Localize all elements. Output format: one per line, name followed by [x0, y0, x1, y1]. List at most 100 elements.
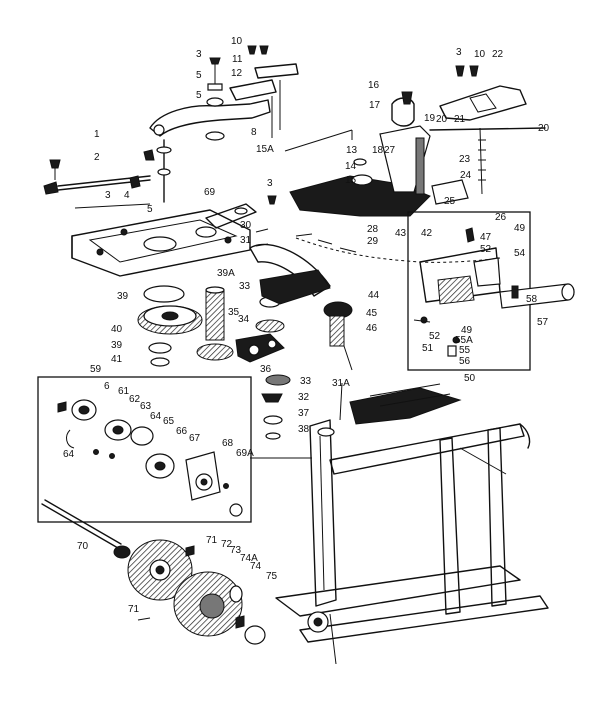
center-spindle: [196, 286, 291, 440]
top-arm-assembly: [149, 45, 299, 141]
callout-c-39b: 39: [117, 291, 129, 302]
callout-c-6: 6: [104, 381, 110, 392]
callout-c-67: 67: [189, 433, 201, 444]
callout-c-3a: 3: [196, 49, 202, 60]
callout-c-26: 26: [495, 212, 507, 223]
callout-c-47: 47: [480, 232, 492, 243]
callout-c-22: 22: [492, 49, 504, 60]
callout-c-19: 19: [424, 113, 436, 124]
callout-c-38: 38: [298, 424, 310, 435]
callout-c-66: 66: [176, 426, 188, 437]
callout-c-64a: 64: [150, 411, 162, 422]
callout-c-10b: 10: [474, 49, 486, 60]
callout-c-59: 59: [90, 364, 102, 375]
callout-c-5c: 5: [147, 204, 153, 215]
callout-c-40: 40: [111, 324, 123, 335]
callout-c-71a: 71: [206, 535, 218, 546]
callout-c-17: 17: [369, 100, 381, 111]
callout-c-36: 36: [260, 364, 272, 375]
callout-c-58: 58: [526, 294, 538, 305]
callout-c-10a: 10: [231, 36, 243, 47]
callout-c-14: 14: [345, 161, 357, 172]
callout-c-57: 57: [537, 317, 549, 328]
callout-c-5b: 5: [196, 90, 202, 101]
callout-c-62: 62: [129, 394, 141, 405]
callout-c-71b: 71: [128, 604, 140, 615]
callout-c-15: 15: [345, 175, 357, 186]
leader-lines: [250, 129, 353, 459]
callout-c-45: 45: [366, 308, 378, 319]
callout-c-4: 4: [124, 190, 130, 201]
callout-c-51: 51: [422, 343, 434, 354]
callout-c-12: 12: [231, 68, 243, 79]
machine-frame: [275, 383, 549, 665]
callout-c-37: 37: [298, 408, 310, 419]
callout-c-33a: 33: [239, 281, 251, 292]
callout-c-61: 61: [118, 386, 130, 397]
callout-c-30: 30: [240, 220, 252, 231]
callout-c-35: 35: [228, 307, 240, 318]
callout-c-31a: 31A: [332, 378, 350, 389]
callout-c-75: 75: [266, 571, 278, 582]
feed-arm-chain: [249, 233, 501, 371]
callout-c-74: 74: [250, 561, 262, 572]
feed-bar-parts: [413, 227, 575, 357]
callout-c-3c: 3: [267, 178, 273, 189]
callout-c-69: 69: [204, 187, 216, 198]
callout-c-50: 50: [464, 373, 476, 384]
callout-c-39c: 39: [111, 340, 123, 351]
callout-c-73: 73: [230, 545, 242, 556]
callout-c-46: 46: [366, 323, 378, 334]
callout-c-28: 28: [367, 224, 379, 235]
callout-c-20a: 20: [436, 114, 448, 125]
callout-c-63: 63: [140, 401, 152, 412]
callout-c-34: 34: [238, 314, 250, 325]
callout-c-49a: 49: [514, 223, 526, 234]
callout-c-74a: 74A: [240, 553, 258, 564]
callout-c-42: 42: [421, 228, 433, 239]
callout-c-13: 13: [346, 145, 358, 156]
callout-c-3d: 3: [456, 47, 462, 58]
callout-c-52b: 52: [429, 331, 441, 342]
callout-c-55a: 55A: [455, 335, 473, 346]
callout-c-5a: 5: [196, 70, 202, 81]
handwheel-assembly: [41, 499, 266, 645]
callout-c-69a: 69A: [236, 448, 254, 459]
callout-c-65: 65: [163, 416, 175, 427]
callout-c-18: 18: [372, 145, 384, 156]
callout-c-70: 70: [77, 541, 89, 552]
callout-c-39a: 39A: [217, 268, 235, 279]
left-shaft-parts: [43, 139, 172, 209]
callout-c-49b: 49: [461, 325, 473, 336]
callout-c-31: 31: [240, 235, 252, 246]
callout-c-52: 52: [480, 244, 492, 255]
callout-c-41: 41: [111, 354, 123, 365]
callout-c-33b: 33: [300, 376, 312, 387]
bobbin-parts: [57, 399, 243, 517]
callout-c-54: 54: [514, 248, 526, 259]
feed-dog-assembly: [289, 65, 546, 217]
callout-c-2: 2: [94, 152, 100, 163]
callout-c-64b: 64: [63, 449, 75, 460]
callout-c-72: 72: [221, 539, 233, 550]
callout-c-11: 11: [232, 54, 243, 65]
callout-c-8a: 8: [251, 127, 257, 138]
callout-c-21: 21: [454, 114, 466, 125]
callout-c-44: 44: [368, 290, 380, 301]
callout-c-56: 56: [459, 356, 471, 367]
callout-c-32: 32: [298, 392, 310, 403]
callout-c-23: 23: [459, 154, 471, 165]
callout-c-27a: 27: [384, 145, 396, 156]
callout-c-16: 16: [368, 80, 380, 91]
gear-stack: [137, 285, 203, 367]
callout-c-43: 43: [395, 228, 407, 239]
bobbin-parts-box: [37, 376, 252, 523]
callout-c-29: 29: [367, 236, 379, 247]
callout-c-20b: 20: [538, 123, 550, 134]
callout-c-25: 25: [444, 196, 456, 207]
callout-c-24: 24: [460, 170, 472, 181]
callout-c-3b: 3: [105, 190, 111, 201]
bed-plate: [71, 195, 277, 277]
